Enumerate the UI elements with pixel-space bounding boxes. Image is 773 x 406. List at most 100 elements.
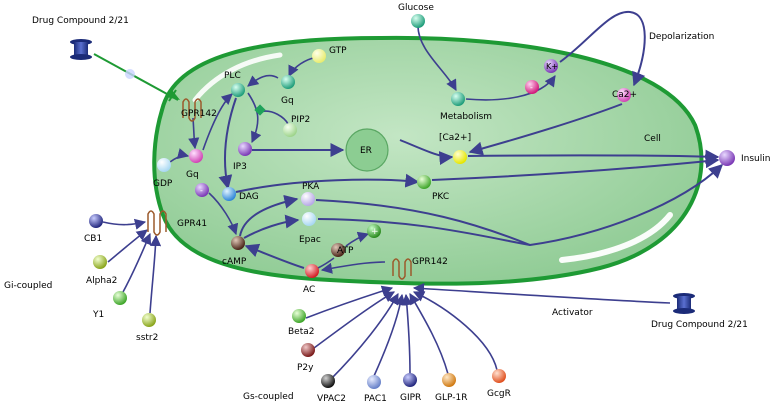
epac-node [302,212,316,226]
gi-subunit-minus: - [200,186,203,195]
cb1-label: CB1 [84,234,102,244]
dag-label: DAG [239,192,259,202]
epac-label: Epac [299,235,321,245]
arrow-gcgr-gpr142 [412,291,498,371]
drug-compound-bottom-icon [673,293,695,314]
vpac2-node [321,374,335,388]
pip2-node [283,123,297,137]
gq-top-node [281,75,295,89]
gpr142-top-receptor [182,98,202,122]
inhibit-bar-2 [168,89,177,102]
gcgr-node [492,369,506,383]
gdp-label: GDP [153,179,173,189]
ac-node [305,264,319,278]
arrow-gq-plc [247,74,279,87]
arrow-gi-camp [208,192,239,236]
pkc-node [417,175,431,189]
arrow-metabolism-k [465,75,556,101]
gi-subunit-node [195,183,209,197]
gtp-label: GTP [329,46,347,56]
metabolism-label: Metabolism [440,112,492,122]
arrow-depolarization [559,10,646,87]
arrow-ca-to-caint [468,103,623,156]
membrane-highlight-top [192,52,283,103]
minus-node [525,80,539,94]
pka-node [301,192,315,206]
glucose-node [411,14,425,28]
gq-mid-label: Gq [186,170,199,180]
plc-label: PLC [224,71,241,81]
drug-bottom-label: Drug Compound 2/21 [651,320,748,330]
dag-node [222,187,236,201]
pac1-label: PAC1 [364,394,387,404]
arrow-plc-dag [218,97,237,190]
arrow-ac-camp [244,243,305,269]
gpr41-label: GPR41 [177,219,207,229]
er-organelle [345,128,389,172]
camp-label: cAMP [222,257,247,267]
glp1r-label: GLP-1R [435,393,467,403]
gdp-node [157,158,171,172]
arrow-epac-insulin [317,218,531,246]
arrow-pac1-gpr142 [373,293,406,377]
k-plus-node [544,59,558,73]
arrow-cb1-gpr41 [102,218,147,230]
membrane-highlight-bottom [559,212,673,263]
inhibit-drug-gpr142 [93,53,179,101]
arrow-pkc-insulin [431,154,720,181]
vpac2-label: VPAC2 [317,394,346,404]
beta2-node [292,309,306,323]
arrow-glucose-metabolism [417,25,457,91]
cb1-node [89,214,103,228]
arrow-drug-gpr142 [412,283,671,304]
arrow-y1-gpr41 [122,232,152,293]
p2y-node [301,343,315,357]
plc-node [231,83,245,97]
gq-top-label: Gq [281,96,294,106]
arrow-caint-insulin [467,149,720,164]
insulin-label: Insulin [741,154,770,164]
gcgr-label: GcgR [487,389,511,399]
arrow-glp1r-gpr142 [409,293,449,375]
gipr-label: GIPR [400,393,421,403]
arrow-gqmid-plc [202,93,233,151]
atp-label: ATP [337,246,354,256]
inhibit-bar-1 [164,87,173,100]
arrow-dag-pkc [235,173,420,193]
metabolism-node [451,92,465,106]
glucose-label: Glucose [398,3,434,13]
inhibit-blur-spot [125,69,135,79]
glp1r-node [442,373,456,387]
insulin-node [719,150,735,166]
pka-label: PKA [302,182,320,192]
pac1-node [367,375,381,389]
arrow-beta2-gpr142 [305,285,394,319]
pip2-label: PIP2 [291,115,310,125]
arrow-camp-pka [239,194,299,237]
camp-node [231,236,245,250]
plus-node [367,224,381,238]
arrow-gtp-gq [288,57,314,78]
sstr2-node [142,313,156,327]
minus-label: - [530,83,533,92]
arrow-gpr142-ac [320,261,386,274]
arrow-pip2-ip3 [247,92,262,144]
gpr142-bottom-label: GPR142 [412,257,448,267]
y1-node [113,291,127,305]
arrow-alpha2-gpr41 [107,229,148,263]
ca2-plus-node [617,88,631,102]
ca2-bracket-node [453,150,467,164]
arrow-sstr2-gpr41 [149,234,162,314]
k-plus-label: K+ [546,62,558,71]
gipr-node [403,373,417,387]
gpr142-bottom-receptor [392,258,412,280]
ip3-label: IP3 [233,162,247,172]
alpha2-label: Alpha2 [86,276,117,286]
ac-label: AC [303,285,315,295]
ca2-plus-label: Ca2+ [612,90,637,100]
arrow-atp-plus [345,231,370,247]
sstr2-label: sstr2 [136,333,158,343]
arrow-p2y-gpr142 [313,291,395,349]
alpha2-node [93,255,107,269]
